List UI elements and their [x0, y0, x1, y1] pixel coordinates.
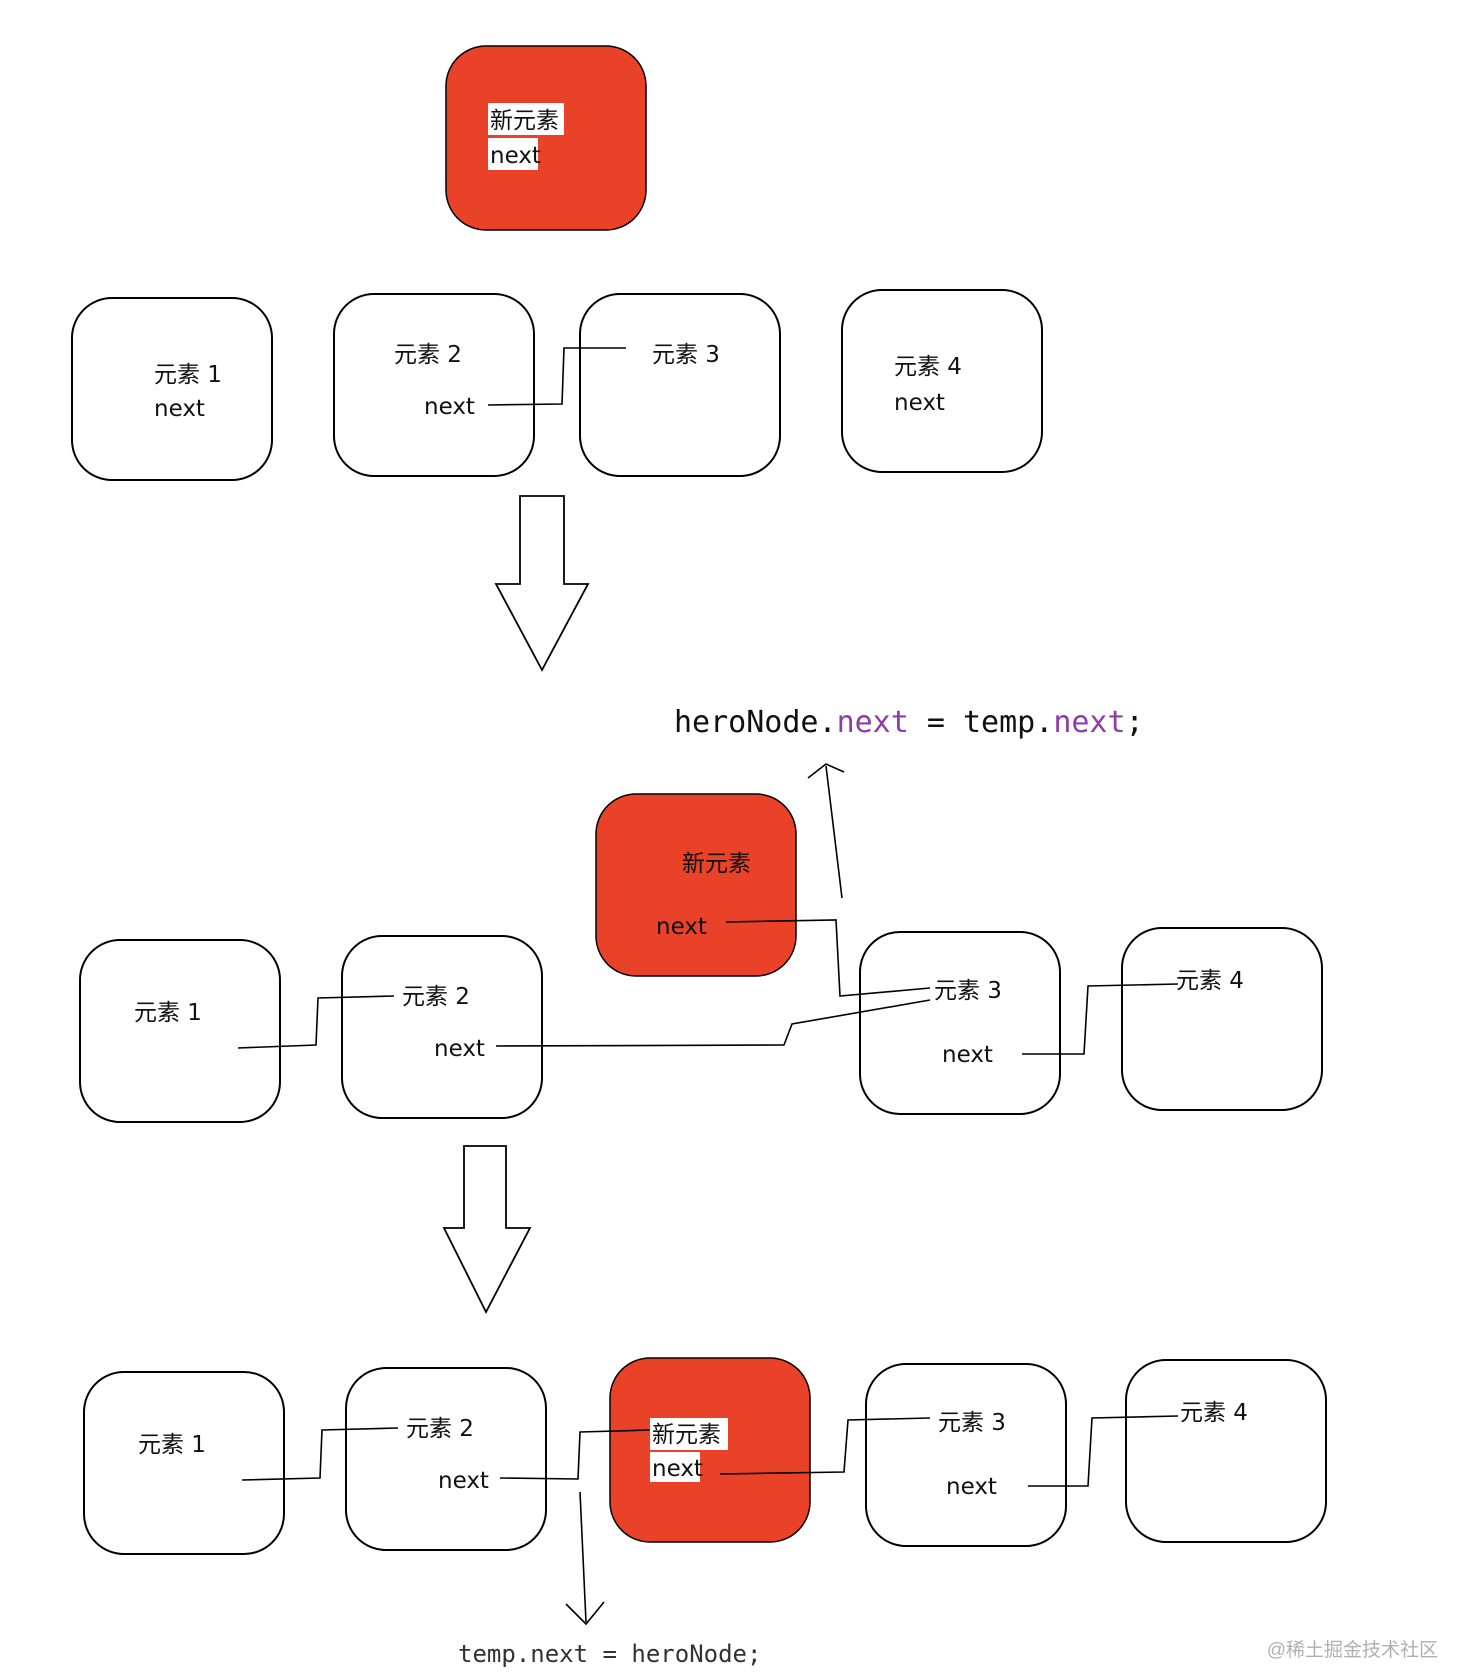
node-1-box [79, 939, 281, 1123]
node-1-title: 元素 1 [134, 1000, 202, 1026]
code-1-rhs: temp. [963, 705, 1053, 740]
node-4-title: 元素 4 [1180, 1400, 1248, 1426]
code-1-rhs-kw: next [1053, 705, 1125, 740]
new-node-box [445, 45, 647, 231]
node-1-title: 元素 1 [138, 1432, 206, 1458]
node-3-title: 元素 3 [652, 342, 720, 368]
code-line-1: heroNode.next = temp.next; [674, 705, 1144, 740]
node-2-title: 元素 2 [402, 984, 470, 1010]
pointer-node1-to-node2 [237, 995, 395, 1049]
new-node-next: next [652, 1456, 703, 1482]
node-4-box [841, 289, 1043, 473]
pointer-node2-to-node3 [487, 347, 626, 406]
pointer-node2-to-new [499, 1429, 651, 1480]
code-link-arrow-shaft [825, 765, 843, 899]
node-3-box [865, 1363, 1067, 1547]
node-4-next: next [894, 390, 945, 416]
code-1-op: = [909, 705, 963, 740]
new-node-title: 新元素 [490, 108, 559, 134]
pointer-new-to-node3 [725, 919, 931, 997]
code-1-end: ; [1126, 705, 1144, 740]
new-node-next-bg [650, 1452, 700, 1482]
node-2-box [345, 1367, 547, 1551]
node-4-box [1125, 1359, 1327, 1543]
section-2: heroNode.next = temp.next; 新元素 next 元素 1… [79, 705, 1323, 1123]
node-4-title: 元素 4 [894, 354, 962, 380]
node-4-title: 元素 4 [1176, 968, 1244, 994]
code-1-lhs-kw: next [837, 705, 909, 740]
down-arrow-1 [494, 495, 590, 672]
node-2-title: 元素 2 [406, 1416, 474, 1442]
code-link-arrow-shaft [579, 1491, 587, 1623]
node-1-title: 元素 1 [154, 362, 222, 388]
node-3-box [579, 293, 781, 477]
watermark: @稀土掘金技术社区 [1267, 1639, 1438, 1661]
node-3-title: 元素 3 [934, 978, 1002, 1004]
new-node-next: next [490, 143, 541, 169]
node-3-box [859, 931, 1061, 1115]
pointer-new-to-node3 [719, 1417, 931, 1475]
new-node-title-bg [650, 1418, 728, 1450]
new-node-next-bg [488, 138, 538, 170]
node-1-box [71, 297, 273, 481]
pointer-node3-to-node4 [1022, 983, 1179, 1055]
node-3-next: next [942, 1042, 993, 1068]
pointer-node2-to-node3 [495, 999, 931, 1047]
pointer-node3-to-node4 [1028, 1415, 1179, 1487]
code-1-lhs: heroNode. [674, 705, 837, 740]
node-1-box [83, 1371, 285, 1555]
node-2-title: 元素 2 [394, 342, 462, 368]
new-node-title-bg [488, 103, 564, 135]
new-node-title: 新元素 [652, 1422, 721, 1448]
new-node-box [595, 793, 797, 977]
new-node-title: 新元素 [682, 851, 751, 877]
node-2-next: next [434, 1036, 485, 1062]
node-2-box [333, 293, 535, 477]
node-3-title: 元素 3 [938, 1410, 1006, 1436]
code-link-arrow-head [807, 763, 845, 779]
new-node-next: next [656, 914, 707, 940]
section-3: 元素 1 元素 2 next 新元素 next 元素 3 next 元素 4 t… [83, 1357, 1327, 1668]
node-1-next: next [154, 396, 205, 422]
code-link-arrow-head [565, 1601, 605, 1626]
node-2-next: next [424, 394, 475, 420]
down-arrow-2 [442, 1145, 532, 1314]
node-4-box [1121, 927, 1323, 1111]
node-3-next: next [946, 1474, 997, 1500]
node-2-next: next [438, 1468, 489, 1494]
node-2-box [341, 935, 543, 1119]
pointer-node1-to-node2 [241, 1427, 399, 1481]
section-1: 新元素 next 元素 1 next 元素 2 next 元素 3 元素 4 n… [71, 45, 1043, 481]
code-line-2: temp.next = heroNode; [458, 1640, 761, 1668]
